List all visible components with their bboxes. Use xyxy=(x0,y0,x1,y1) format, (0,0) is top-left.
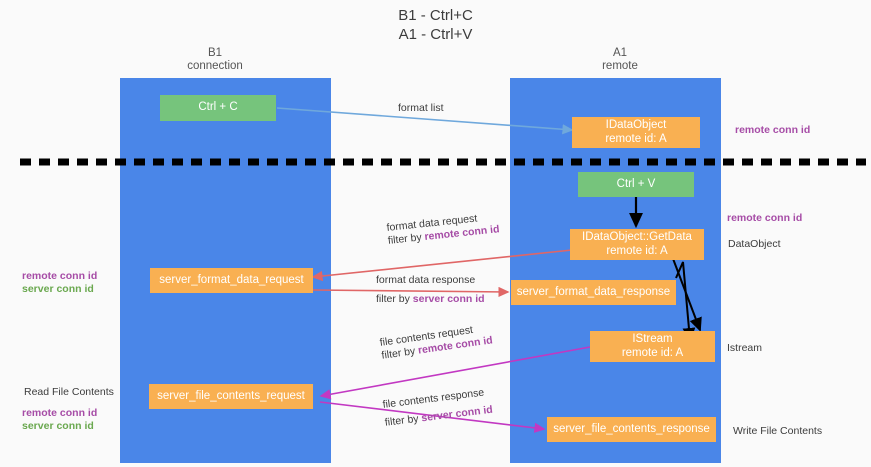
annotation-dataobject: DataObject xyxy=(728,237,781,251)
edge-label-file-contents-response: file contents response filter by server … xyxy=(382,386,494,430)
annotation-left-server-conn-id-bottom: server conn id xyxy=(22,419,94,433)
column-header-a1-name: A1 xyxy=(612,47,628,59)
box-istream-remote-id: remote id: A xyxy=(621,346,684,359)
box-server-format-data-response[interactable]: server_format_data_response xyxy=(511,280,676,305)
annotation-left-remote-conn-id-mid-text: remote conn id xyxy=(22,270,98,282)
box-server-file-contents-response[interactable]: server_file_contents_response xyxy=(547,417,716,442)
box-server-format-data-request-label: server_format_data_request xyxy=(159,273,304,286)
edge-label-format-data-response: format data response filter by server co… xyxy=(376,274,485,306)
fdres-prefix: filter by xyxy=(376,293,413,305)
box-server-file-contents-response-label: server_file_contents_response xyxy=(553,422,710,435)
annotation-remote-conn-id-mid: remote conn id xyxy=(727,211,802,225)
box-istream-title: IStream xyxy=(632,333,673,345)
annotation-left-server-conn-id-mid: server conn id xyxy=(22,282,94,296)
annotation-left-remote-conn-id-bottom-text: remote conn id xyxy=(22,407,98,419)
box-idataobject-getdata[interactable]: IDataObject::GetData remote id: A xyxy=(570,229,704,260)
edge-label-format-data-response-line2: filter by server conn id xyxy=(376,293,485,306)
annotation-write-file-contents: Write File Contents xyxy=(733,424,822,438)
edge-label-format-data-request: format data request filter by remote con… xyxy=(386,210,500,248)
fcres-id: server conn id xyxy=(420,403,494,425)
annotation-read-file-contents: Read File Contents xyxy=(24,385,114,399)
annotation-dataobject-text: DataObject xyxy=(728,238,781,250)
page-title: B1 - Ctrl+C A1 - Ctrl+V xyxy=(0,6,871,44)
annotation-remote-conn-id-mid-text: remote conn id xyxy=(727,212,803,224)
box-server-format-data-request[interactable]: server_format_data_request xyxy=(150,268,313,293)
annotation-left-remote-conn-id-mid: remote conn id xyxy=(22,269,97,283)
annotation-left-server-conn-id-bottom-text: server conn id xyxy=(22,420,94,432)
box-idataobject-title: IDataObject xyxy=(605,119,667,131)
box-server-format-data-response-label: server_format_data_response xyxy=(516,285,671,298)
box-ctrl-c-label: Ctrl + C xyxy=(198,101,238,114)
box-ctrl-v[interactable]: Ctrl + V xyxy=(578,172,694,197)
edge-label-format-list: format list xyxy=(398,102,444,115)
box-ctrl-v-label: Ctrl + V xyxy=(616,177,656,190)
box-idataobject[interactable]: IDataObject remote id: A xyxy=(572,117,700,148)
edge-label-format-data-response-line1: format data response xyxy=(376,274,476,286)
box-server-file-contents-request[interactable]: server_file_contents_request xyxy=(149,384,313,409)
box-getdata-remote-id: remote id: A xyxy=(606,244,668,257)
column-header-a1: A1 remote xyxy=(555,47,685,73)
annotation-istream: Istream xyxy=(727,341,762,355)
edge-label-format-list-text: format list xyxy=(398,102,444,114)
fdreq-prefix: filter by xyxy=(387,231,426,247)
annotation-istream-text: Istream xyxy=(727,342,763,354)
box-getdata-title: IDataObject::GetData xyxy=(582,231,692,243)
title-line-2: A1 - Ctrl+V xyxy=(398,26,473,43)
box-idataobject-remote-id: remote id: A xyxy=(605,132,667,145)
box-server-file-contents-request-label: server_file_contents_request xyxy=(157,389,305,402)
annotation-left-remote-conn-id-bottom: remote conn id xyxy=(22,406,97,420)
annotation-remote-conn-id-top: remote conn id xyxy=(735,123,810,137)
fcres-prefix: filter by xyxy=(384,412,423,429)
column-header-a1-role: remote xyxy=(602,60,638,72)
annotation-write-file-contents-text: Write File Contents xyxy=(733,425,823,437)
edge-label-file-contents-request: file contents request filter by remote c… xyxy=(379,321,494,362)
annotation-remote-conn-id-top-text: remote conn id xyxy=(735,124,811,136)
column-header-b1-name: B1 xyxy=(207,47,223,59)
box-ctrl-c[interactable]: Ctrl + C xyxy=(160,95,276,121)
column-header-b1-role: connection xyxy=(187,60,243,72)
box-istream[interactable]: IStream remote id: A xyxy=(590,331,715,362)
fdres-id: server conn id xyxy=(412,293,485,305)
annotation-left-server-conn-id-mid-text: server conn id xyxy=(22,283,94,295)
column-header-b1: B1 connection xyxy=(150,47,280,73)
title-line-1: B1 - Ctrl+C xyxy=(398,7,473,24)
annotation-read-file-contents-text: Read File Contents xyxy=(24,386,114,398)
